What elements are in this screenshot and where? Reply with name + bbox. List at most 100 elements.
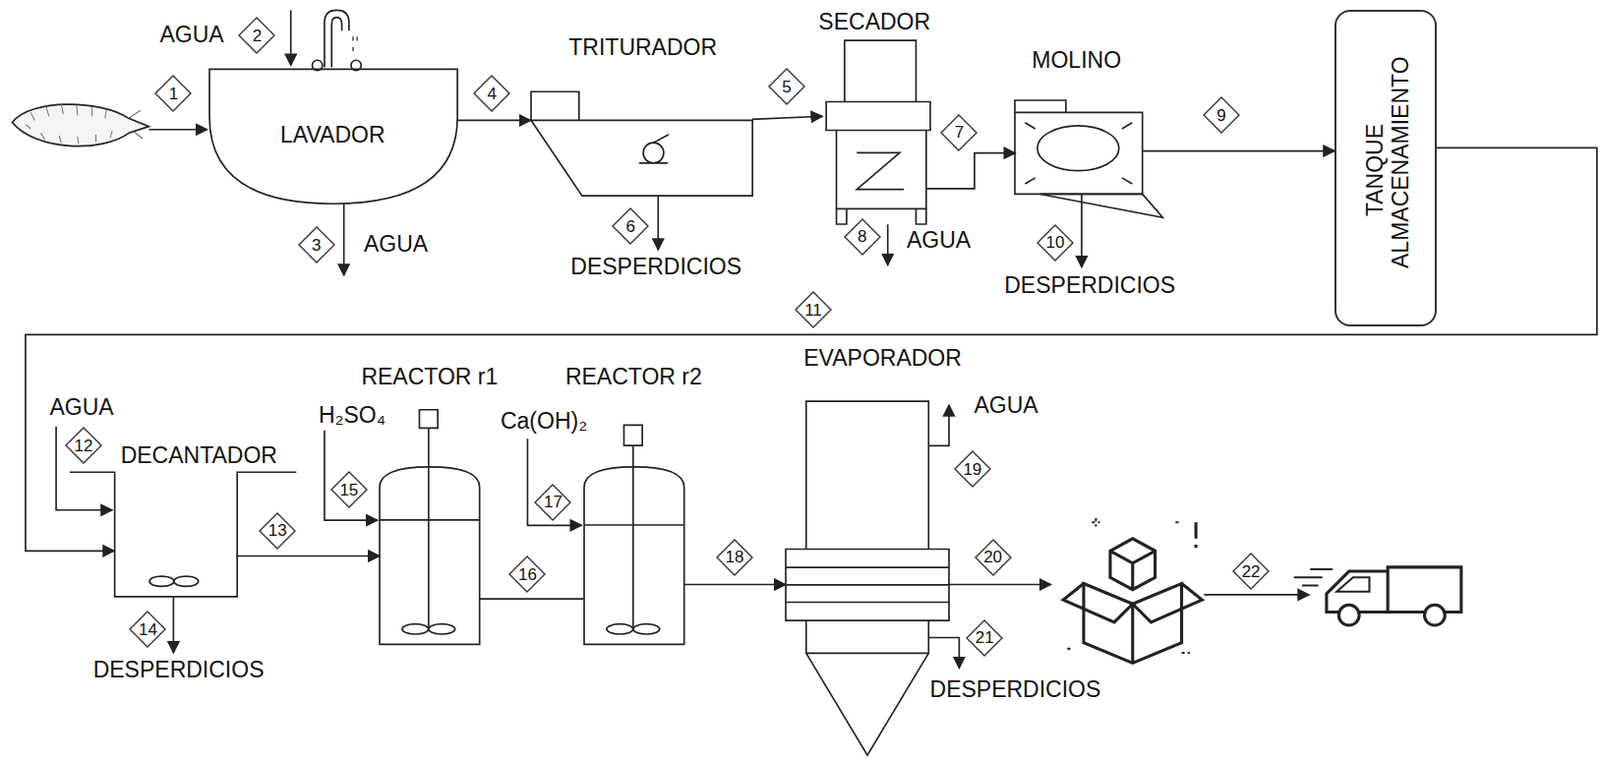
callout-text: 5 [781,78,791,96]
stream-label: AGUA [906,228,971,253]
equipment-label: REACTOR r2 [565,364,703,390]
callout-number: 13 [258,512,297,550]
equipment-stroke [427,428,430,628]
equipment-part [173,576,198,587]
callout-diamond-outline [331,472,367,508]
callout-diamond-outline [941,115,977,151]
callout-text: 4 [486,85,496,103]
equipment-part [632,624,659,635]
callout-diamond-outline [1203,97,1240,133]
equipment-node: SECADOR [822,7,931,228]
stream-label: DESPERDICIOS [1004,273,1176,298]
callout-text: 8 [857,228,867,245]
equipment-stroke [631,445,634,628]
equipment-label: TANQUE ALMACENAMIENTO [1362,71,1415,269]
equipment-stroke [584,467,685,646]
equipment-label: EVAPORADOR [803,347,962,372]
callout-diamond-outline [954,451,991,487]
stream-connector [752,116,824,119]
equipment-label: TRITURADOR [568,35,717,60]
callout-number: 17 [533,483,572,522]
equipment-stroke [531,91,580,120]
callout-diamond-outline [769,68,805,105]
equipment-outline [785,345,949,758]
callout-number: 21 [965,619,1004,657]
stream-connector [926,153,1015,189]
equipment-node: REACTOR r2 [584,361,685,649]
stream-connector [683,584,786,587]
equipment-label: DECANTADOR [120,443,278,469]
callout-diamond-outline [795,292,831,328]
callout-text: 12 [74,437,94,455]
callout-number: 18 [715,538,754,577]
equipment-stroke [379,519,480,522]
equipment-part [402,624,429,635]
equipment-stroke [623,425,643,447]
callout-text: 21 [975,629,995,647]
equipment-stroke [1014,100,1067,113]
equipment-stroke [1040,193,1164,218]
callout-diamond-outline [612,208,649,244]
callout-text: 22 [1242,563,1261,581]
equipment-part [605,624,633,635]
stream-label: AGUA [159,23,224,49]
equipment-stroke [531,119,753,196]
equipment-outline [379,361,480,649]
callout-number: 2 [237,16,276,55]
stream-connector [237,555,380,558]
callout-text: 17 [543,493,563,511]
callout-number: 10 [1036,224,1074,262]
stream-label: DESPERDICIOS [570,254,742,280]
equipment-stroke [209,69,458,205]
callout-diamond-outline [298,227,335,263]
equipment-stroke [806,652,930,756]
callout-number: 15 [330,471,368,509]
callout-text: 7 [954,123,964,141]
callout-text: 15 [339,481,358,499]
equipment-label: MOLINO [1031,49,1122,74]
equipment-label: SECADOR [818,9,931,35]
equipment-node: LAVADOR [209,60,458,209]
stream-connector [457,119,532,122]
callout-diamond-outline [844,219,881,255]
callout-number: 7 [940,114,978,152]
callout-number: 8 [843,218,882,256]
callout-number: 14 [128,610,167,649]
equipment-stroke [1014,112,1143,194]
equipment-stroke [826,102,931,131]
equipment-stroke [379,467,480,646]
callout-text: 20 [983,548,1003,566]
callout-diamond-outline [716,539,753,576]
stream-connector [25,147,1598,551]
callout-diamond-outline [1037,225,1073,261]
callout-diamond-outline [474,75,510,112]
callout-text: 13 [268,522,288,539]
equipment-stroke [785,548,949,621]
callout-number: 20 [974,538,1012,577]
stream-label: H₂SO₄ [318,404,386,429]
stream-label: DESPERDICIOS [930,678,1102,704]
callout-number: 19 [953,450,992,488]
callout-text: 14 [138,621,158,639]
callout-number: 9 [1202,96,1241,134]
callout-text: 11 [804,301,823,319]
equipment-outline [822,7,931,228]
callout-number: 1 [154,74,192,113]
callout-diamond-outline [129,611,166,648]
equipment-stroke [836,209,927,226]
equipment-stroke [836,130,927,210]
stream-connector [1142,150,1335,153]
equipment-node: DECANTADOR [69,438,297,602]
equipment-stroke [806,401,930,653]
equipment-part [1037,125,1120,172]
callout-text: 3 [311,237,321,254]
equipment-node: EVAPORADOR [785,345,949,758]
equipment-stroke [857,153,905,190]
equipment-node: TANQUE ALMACENAMIENTO [1334,9,1437,327]
stream-label: AGUA [49,395,114,420]
callout-text: 9 [1216,107,1226,124]
callout-number: 4 [473,74,511,113]
